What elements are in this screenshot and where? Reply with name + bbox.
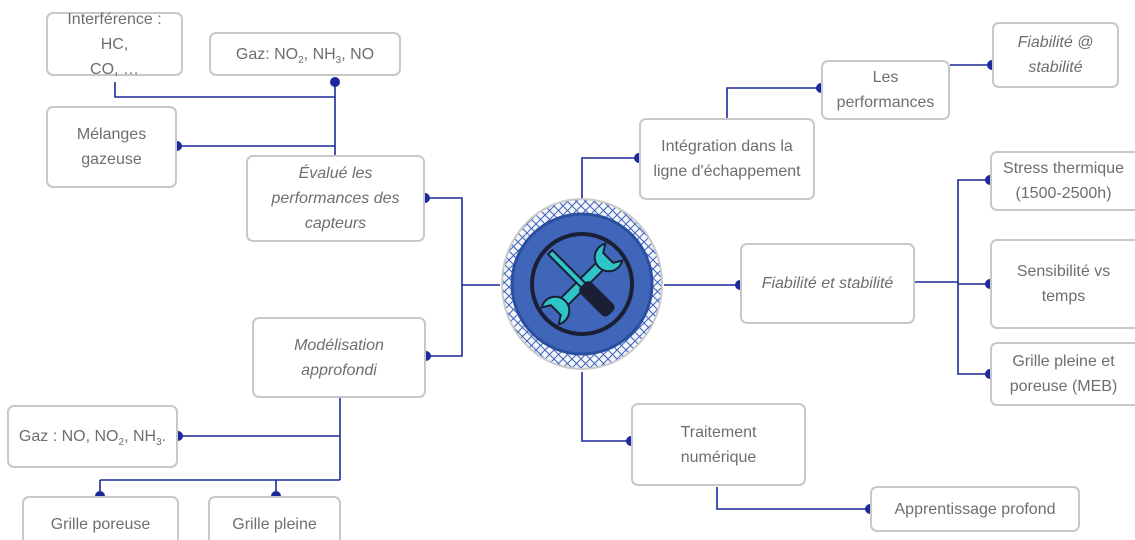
node-reliability-at-line2: stabilité (1028, 59, 1083, 76)
node-porous-grid-label: Grille poreuse (50, 516, 151, 533)
node-deep-learning[interactable]: Apprentissage profond (870, 486, 1080, 532)
node-grid-meb-line2: poreuse (MEB) (1009, 378, 1118, 395)
node-gases-top[interactable]: Gaz: NO2, NH3, NO (209, 32, 401, 76)
node-porous-grid[interactable]: Grille poreuse (22, 496, 179, 540)
gases-top-suffix: , NO (341, 45, 375, 63)
gases-top-sub1: 2 (298, 54, 304, 66)
node-grid-meb[interactable]: Grille pleine et poreuse (MEB) (990, 342, 1135, 406)
node-gases-bottom[interactable]: Gaz : NO, NO2, NH3. (7, 405, 178, 468)
gases-top-sub2: 3 (335, 54, 342, 66)
gases-bottom-sub1: 2 (118, 437, 125, 449)
node-numeric[interactable]: Traitement numérique (631, 403, 806, 486)
gases-top-prefix: Gaz: NO (235, 45, 299, 63)
hub-ring (530, 232, 634, 336)
gases-bottom-sub2: 3 (156, 437, 162, 449)
node-interference-line2: CO, … (90, 60, 139, 78)
gases-top-mid: , NH (303, 45, 336, 63)
node-reliability[interactable]: Fiabilité et stabilité (740, 243, 915, 324)
node-grid-meb-line1: Grille pleine et (1012, 353, 1115, 370)
node-reliability-at-line1: Fiabilité @ (1017, 34, 1094, 51)
node-deep-learning-label: Apprentissage profond (894, 500, 1056, 518)
node-sensitivity-line2: temps (1041, 288, 1086, 305)
node-reliability-at[interactable]: Fiabilité @ stabilité (992, 22, 1119, 88)
node-performances-line1: Les (872, 69, 899, 86)
node-integration-line2: ligne d'échappement (653, 163, 801, 180)
node-modeling-line2: approfondi (301, 361, 377, 379)
node-modeling[interactable]: Modélisation approfondi (252, 317, 426, 398)
connector-integration-perf (726, 87, 821, 118)
node-sensitivity-line1: Sensibilité vs (1016, 263, 1111, 280)
node-mixtures-line1: Mélanges (76, 126, 147, 143)
gases-bottom-formula: Gaz : NO, NO2, NH3. (19, 424, 166, 449)
node-reliability-label: Fiabilité et stabilité (761, 275, 894, 292)
node-integration[interactable]: Intégration dans la ligne d'échappement (639, 118, 815, 200)
central-hub (501, 198, 663, 370)
node-numeric-line1: Traitement (680, 423, 757, 441)
node-integration-line1: Intégration dans la (661, 138, 793, 155)
gases-bottom-mid: , NH (124, 428, 157, 445)
node-evaluate-line3: capteurs (304, 215, 367, 232)
node-full-grid[interactable]: Grille pleine (208, 496, 341, 540)
connector-evaluate-hub (425, 197, 500, 286)
node-mixtures[interactable]: Mélanges gazeuse (46, 106, 177, 188)
connector-hub-integration (581, 157, 639, 205)
gases-bottom-suffix: . (161, 428, 167, 445)
node-interference[interactable]: Interférence : HC, CO, … (46, 11, 183, 78)
gases-bottom-prefix: Gaz : NO, NO (18, 428, 119, 445)
node-performances-line2: performances (836, 94, 935, 111)
connector-interference (114, 82, 335, 98)
node-interference-line1: Interférence : HC, (67, 10, 162, 53)
node-thermal-stress-line2: (1500-2500h) (1015, 185, 1112, 202)
node-modeling-line1: Modélisation (294, 336, 384, 354)
connector-modeling-hub (426, 285, 463, 357)
node-sensitivity[interactable]: Sensibilité vs temps (990, 239, 1135, 329)
node-evaluate-line2: performances des (271, 190, 400, 207)
node-performances[interactable]: Les performances (821, 60, 950, 120)
node-thermal-stress[interactable]: Stress thermique (1500-2500h) (990, 151, 1135, 211)
node-evaluate-line1: Évalué les (298, 165, 373, 182)
connector-numeric-deep (716, 487, 870, 510)
node-evaluate[interactable]: Évalué les performances des capteurs (246, 155, 425, 242)
node-full-grid-label: Grille pleine (232, 516, 317, 533)
node-thermal-stress-line1: Stress thermique (1003, 160, 1124, 177)
node-mixtures-line2: gazeuse (81, 151, 142, 168)
node-numeric-line2: numérique (680, 448, 757, 466)
gases-top-formula: Gaz: NO2, NH3, NO (236, 42, 374, 67)
connector-hub-numeric (581, 372, 631, 442)
wrench-screwdriver-icon (540, 242, 624, 326)
